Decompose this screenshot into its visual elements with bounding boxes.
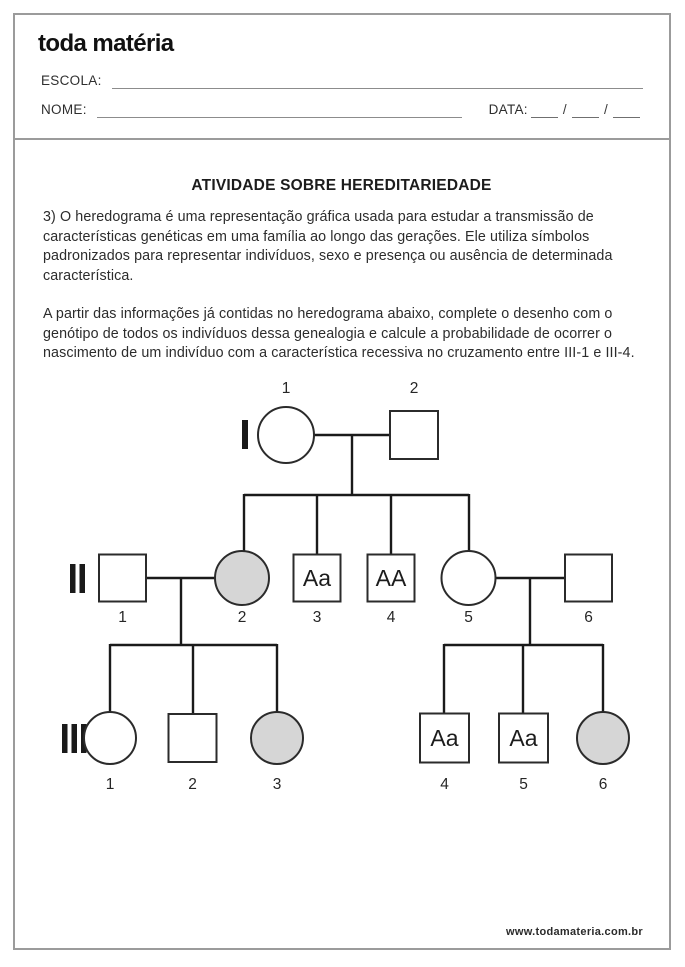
- individual-II-5: 5: [440, 550, 497, 626]
- roman-numeral-bar: [71, 724, 77, 753]
- nome-field-row: NOME: DATA: / /: [41, 102, 643, 118]
- instructions-paragraph: A partir das informações já contidas no …: [43, 306, 635, 361]
- individual-number: 5: [519, 776, 528, 793]
- individual-number: 2: [410, 380, 419, 397]
- affected-female-circle-symbol: [214, 550, 270, 606]
- escola-blank-line: [111, 74, 643, 89]
- data-field-group: DATA: / /: [489, 102, 643, 118]
- individual-III-1: 1: [83, 711, 137, 793]
- individual-number: 1: [106, 776, 115, 793]
- escola-label: ESCOLA:: [41, 73, 102, 88]
- worksheet-content: ATIVIDADE SOBRE HEREDITARIEDADE 3) O her…: [15, 140, 669, 364]
- male-square-symbol: [419, 712, 470, 764]
- page-frame: toda matéria ESCOLA: NOME: DATA: / / A: [13, 13, 671, 950]
- individual-number: 3: [273, 776, 282, 793]
- individual-III-3: 3: [250, 711, 304, 793]
- generation-label-III: [62, 724, 87, 753]
- male-square-symbol: [98, 553, 147, 603]
- nome-blank-line: [96, 103, 462, 118]
- nome-label: NOME:: [41, 102, 87, 117]
- individual-number: 6: [599, 776, 608, 793]
- date-separator: /: [603, 102, 608, 117]
- data-label: DATA:: [488, 102, 528, 117]
- genotype-label: Aa: [303, 565, 331, 591]
- individual-II-2: 2: [214, 550, 270, 626]
- individual-number: 1: [118, 609, 127, 626]
- male-square-symbol: [167, 713, 218, 763]
- individual-III-2: 2: [167, 713, 218, 793]
- affected-female-circle-symbol: [576, 711, 630, 765]
- individual-II-1: 1: [98, 553, 147, 626]
- female-circle-symbol: [83, 711, 137, 765]
- question-paragraph: 3) O heredograma é uma representação grá…: [43, 209, 613, 284]
- individual-number: 2: [188, 776, 197, 793]
- roman-numeral-bar: [62, 724, 68, 753]
- individual-number: 4: [387, 609, 396, 626]
- female-circle-symbol: [257, 406, 315, 464]
- individual-number: 6: [584, 609, 593, 626]
- male-square-symbol: [366, 553, 416, 603]
- date-day-blank: [530, 103, 558, 118]
- footer-url: www.todamateria.com.br: [506, 926, 643, 938]
- date-year-blank: [613, 103, 640, 118]
- individual-II-4: AA 4: [366, 553, 416, 626]
- roman-numeral-bar: [242, 420, 248, 449]
- genotype-label: AA: [376, 565, 407, 591]
- individual-II-6: 6: [564, 553, 613, 626]
- individual-II-3: Aa 3: [292, 553, 342, 626]
- roman-numeral-bar: [70, 564, 76, 593]
- individual-number: 3: [313, 609, 322, 626]
- male-square-symbol: [389, 410, 439, 460]
- female-circle-symbol: [440, 550, 497, 606]
- generation-label-I: [242, 420, 248, 449]
- individual-number: 2: [238, 609, 247, 626]
- individual-number: 5: [464, 609, 473, 626]
- header-section: toda matéria ESCOLA: NOME: DATA: / /: [15, 15, 669, 140]
- generation-label-II: [70, 564, 85, 593]
- male-square-symbol: [292, 553, 342, 603]
- individual-number: 4: [440, 776, 449, 793]
- worksheet-title: ATIVIDADE SOBRE HEREDITARIEDADE: [191, 177, 492, 194]
- individual-I-2: 2: [389, 380, 439, 460]
- genotype-label: Aa: [509, 725, 537, 751]
- affected-female-circle-symbol: [250, 711, 304, 765]
- date-month-blank: [571, 103, 599, 118]
- male-square-symbol: [498, 712, 549, 764]
- individual-number: 1: [282, 380, 291, 397]
- date-separator: /: [562, 102, 567, 117]
- individual-III-6: 6: [576, 711, 630, 793]
- roman-numeral-bar: [79, 564, 85, 593]
- individual-III-5: Aa 5: [498, 712, 549, 793]
- toda-materia-logo: toda matéria: [38, 30, 174, 57]
- genotype-label: Aa: [430, 725, 458, 751]
- individual-III-4: Aa 4: [419, 712, 470, 793]
- male-square-symbol: [564, 553, 613, 603]
- individual-I-1: 1: [257, 380, 315, 464]
- escola-field-row: ESCOLA:: [41, 73, 643, 89]
